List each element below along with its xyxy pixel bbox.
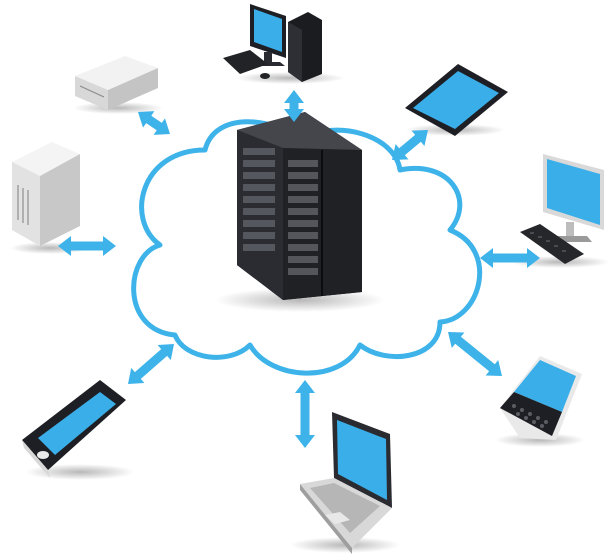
desktop-tower [223, 4, 345, 84]
arrow-tower-server [58, 236, 116, 256]
server-rack [215, 112, 385, 312]
rack-drive-bays [243, 148, 318, 275]
arrow-laptop [295, 380, 315, 448]
lcd-workstation [510, 154, 610, 268]
tablet [405, 64, 508, 136]
arrow-nas-box [138, 111, 170, 135]
laptop [290, 412, 400, 554]
keyboard-keys [530, 232, 566, 252]
smartphone [22, 380, 135, 480]
tower-vents [17, 185, 29, 225]
arrow-tablet [392, 130, 428, 160]
arrow-desktop-tower [284, 90, 304, 122]
arrow-smartphone [128, 344, 174, 384]
qwerty-phone [495, 356, 585, 447]
arrow-lcd-workstation [480, 248, 540, 268]
connection-arrows [58, 90, 540, 448]
nas-box [73, 56, 163, 114]
arrow-qwerty-phone [448, 332, 502, 376]
qwerty-keys [512, 404, 548, 428]
tower-server [10, 142, 90, 254]
